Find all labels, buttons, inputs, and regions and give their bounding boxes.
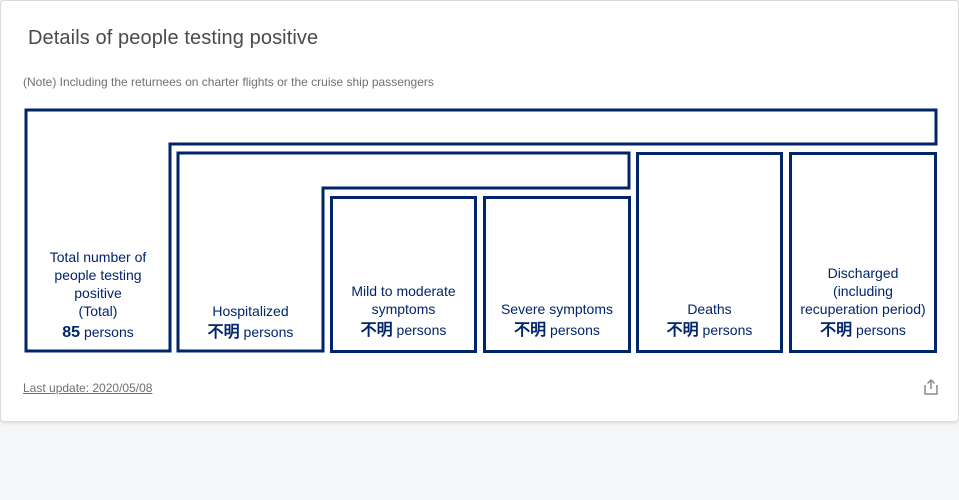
mild-value: 不明 [360, 322, 393, 339]
mild-title: Mild to moderate symptoms [351, 283, 456, 317]
deaths-label: Deaths 不明 persons [639, 300, 780, 340]
discharged-label: Discharged (including recuperation perio… [792, 264, 934, 340]
share-button[interactable] [922, 378, 940, 396]
severe-title: Severe symptoms [500, 301, 614, 317]
total-bracket-outline [24, 108, 938, 353]
deaths-box: Deaths 不明 persons [636, 152, 783, 353]
mild-box: Mild to moderate symptoms 不明 persons [330, 196, 477, 353]
total-label: Total number of people testing positive … [25, 248, 171, 342]
hospitalized-label: Hospitalized 不明 persons [177, 302, 324, 342]
card-note: (Note) Including the returnees on charte… [23, 75, 434, 89]
deaths-value: 不明 [666, 322, 699, 339]
hospitalized-unit: persons [243, 324, 294, 340]
total-title: Total number of people testing positive … [49, 249, 147, 319]
card-title: Details of people testing positive [28, 27, 319, 49]
hospitalized-value: 不明 [207, 324, 240, 341]
severe-unit: persons [550, 322, 600, 338]
share-icon [924, 378, 938, 395]
hospitalized-title: Hospitalized [212, 303, 289, 319]
severe-value: 不明 [514, 322, 547, 339]
discharged-box: Discharged (including recuperation perio… [789, 152, 937, 353]
severe-box: Severe symptoms 不明 persons [483, 196, 631, 353]
mild-label: Mild to moderate symptoms 不明 persons [333, 282, 474, 340]
deaths-title: Deaths [687, 301, 732, 317]
positive-breakdown-diagram: Total number of people testing positive … [1, 1, 959, 423]
total-value: 85 [62, 324, 81, 341]
discharged-value: 不明 [820, 322, 853, 339]
total-unit: persons [83, 324, 134, 340]
deaths-unit: persons [702, 322, 753, 338]
last-update-link[interactable]: Last update: 2020/05/08 [23, 381, 153, 395]
mild-unit: persons [396, 322, 447, 338]
severe-label: Severe symptoms 不明 persons [486, 300, 628, 340]
discharged-title: Discharged (including recuperation perio… [800, 265, 926, 317]
hospitalized-box: Hospitalized 不明 persons [177, 187, 324, 352]
total-box: Total number of people testing positive … [25, 143, 171, 352]
positive-details-card: Details of people testing positive (Note… [0, 0, 959, 422]
discharged-unit: persons [856, 322, 906, 338]
